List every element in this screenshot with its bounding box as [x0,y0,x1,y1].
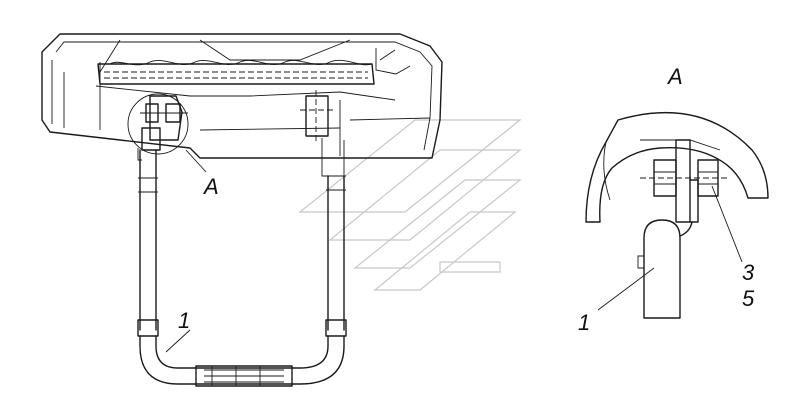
callout-hose-detail: 1 [578,310,590,335]
detail-view-a [585,111,769,319]
fender-body [41,33,443,159]
callout-part-5: 5 [742,286,755,311]
leader-hose-main [165,329,191,353]
detail-circle [127,93,189,155]
right-mount-bracket [300,90,345,177]
view-marker-label: A [202,174,219,199]
callout-hose-main: 1 [178,308,190,333]
left-mount-bracket [137,95,188,161]
detail-title-label: A [666,64,683,89]
callout-part-3: 3 [742,260,755,285]
light-strip [97,59,375,85]
leader-hose-detail [597,267,655,311]
leader-part-3-5 [711,185,743,263]
watermark-logo [298,119,522,291]
step-handrail [137,149,347,387]
leader-view-marker [185,149,207,173]
